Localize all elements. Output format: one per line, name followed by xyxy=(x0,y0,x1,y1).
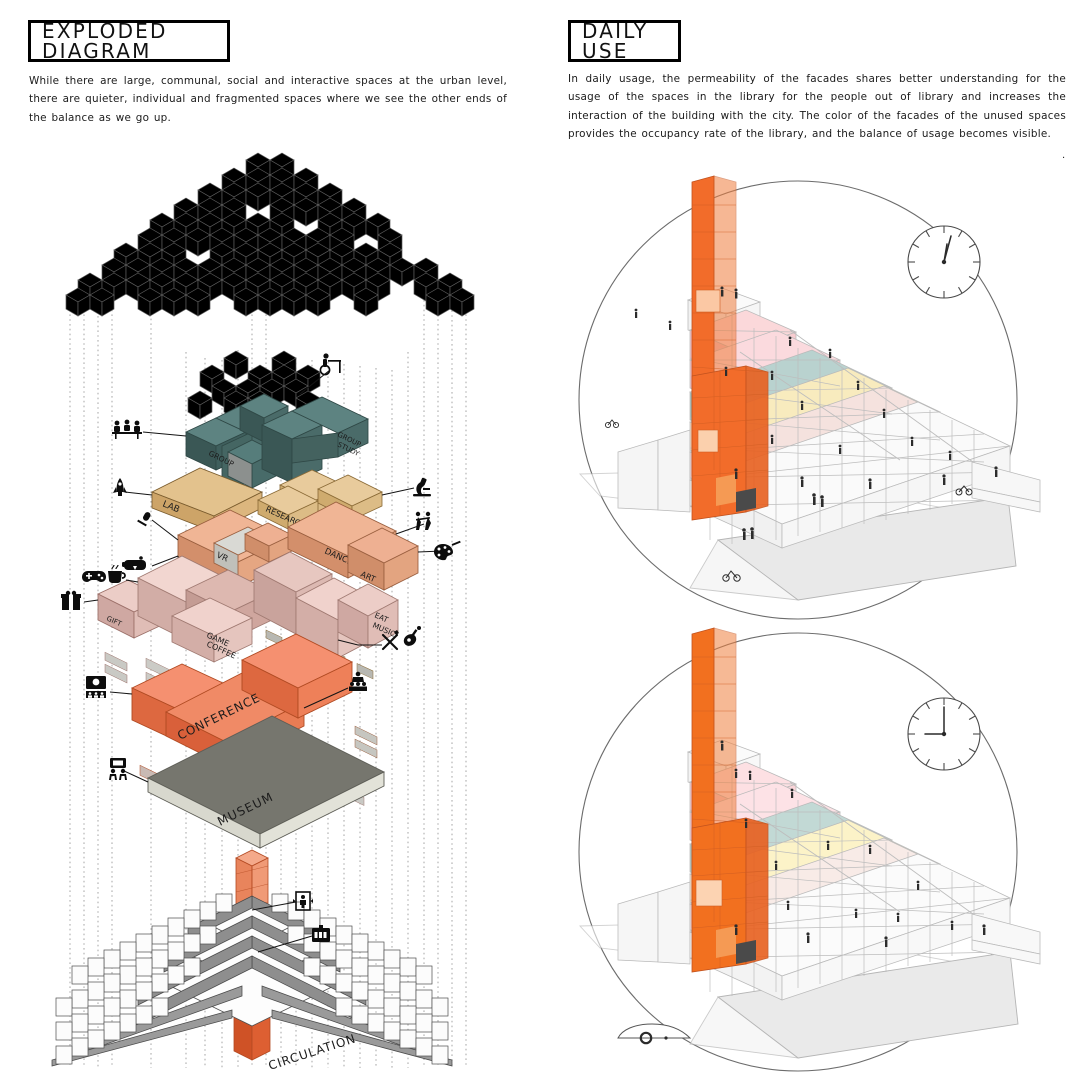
trailing-period: . xyxy=(1062,150,1066,161)
microscope-icon xyxy=(413,477,431,497)
layer-museum: MUSEUM xyxy=(109,715,386,849)
daily-use-graphic: .circ { fill:none; stroke:#6c6c6c; strok… xyxy=(540,0,1080,1088)
scale-figures-2 xyxy=(720,740,986,947)
daily-use-view-daytime xyxy=(578,175,1041,620)
page-title-daily: DAILY USE xyxy=(582,19,649,63)
dancers-icon xyxy=(415,511,431,530)
building-massing xyxy=(617,175,1041,549)
gamepad-icon xyxy=(82,571,106,582)
daily-use-view-evening xyxy=(578,627,1041,1072)
cutlery-icon xyxy=(381,630,399,651)
exploded-diagram-title-plate: EXPLODED DIAGRAM xyxy=(28,20,230,62)
vr-headset-icon xyxy=(122,556,146,570)
view-frame-circle xyxy=(578,180,1018,620)
exploded-diagram-description: While there are large, communal, social … xyxy=(29,75,507,124)
microphone-icon xyxy=(137,512,151,527)
lecture-audience-icon xyxy=(349,671,367,691)
circulation-modules xyxy=(55,893,449,1065)
exploded-diagram-panel: EXPLODED DIAGRAM While there are large, … xyxy=(28,20,507,1073)
bicycle-icon-2 xyxy=(722,570,741,582)
clock-minute-hand xyxy=(943,235,952,263)
exploded-diagram-graphic: .f-top { stroke:#5b5b5b; stroke-width:0.… xyxy=(51,152,475,1073)
layer-individual-study-cubes xyxy=(187,350,341,420)
layer-canopy-cubes xyxy=(65,152,475,317)
group-table-icon xyxy=(112,419,142,439)
scale-figures xyxy=(634,286,998,540)
toilet-sign-icon xyxy=(312,925,330,942)
layer-vr: VR xyxy=(122,509,293,676)
layer-art: ART xyxy=(347,527,461,759)
rocket-icon xyxy=(113,478,127,496)
bicycle-icon-3 xyxy=(604,419,620,429)
layer-circulation: CIRCULATION xyxy=(51,849,453,1073)
diagonal-bracing xyxy=(739,329,985,471)
page-title-exploded: EXPLODED DIAGRAM xyxy=(42,19,168,63)
exhibit-visitors-icon xyxy=(109,758,127,780)
car-icon xyxy=(617,1023,692,1045)
layer-group-study: GROUP GROUP STUDY xyxy=(112,393,369,605)
guitar-icon xyxy=(403,626,421,646)
diagonal-bracing-2 xyxy=(739,781,985,923)
svg-text:VR: VR xyxy=(215,551,230,565)
gift-box-icon xyxy=(61,590,81,610)
view-frame-circle-2 xyxy=(578,632,1018,1072)
projector-audience-icon xyxy=(86,676,106,698)
daily-use-title-plate: DAILY USE xyxy=(568,20,681,62)
building-massing-2 xyxy=(617,627,1041,1001)
clock-daytime xyxy=(907,225,981,299)
bicycle-icon xyxy=(955,485,973,496)
elevator-icon xyxy=(293,891,313,911)
clock-evening xyxy=(907,697,981,771)
palette-icon xyxy=(434,540,461,561)
coffee-cup-icon xyxy=(108,564,126,583)
daily-use-description: In daily usage, the permeability of the … xyxy=(568,73,1066,140)
daily-use-panel: DAILY USE In daily usage, the permeabili… xyxy=(540,0,1080,1088)
wheelchair-desk-icon xyxy=(319,353,341,376)
